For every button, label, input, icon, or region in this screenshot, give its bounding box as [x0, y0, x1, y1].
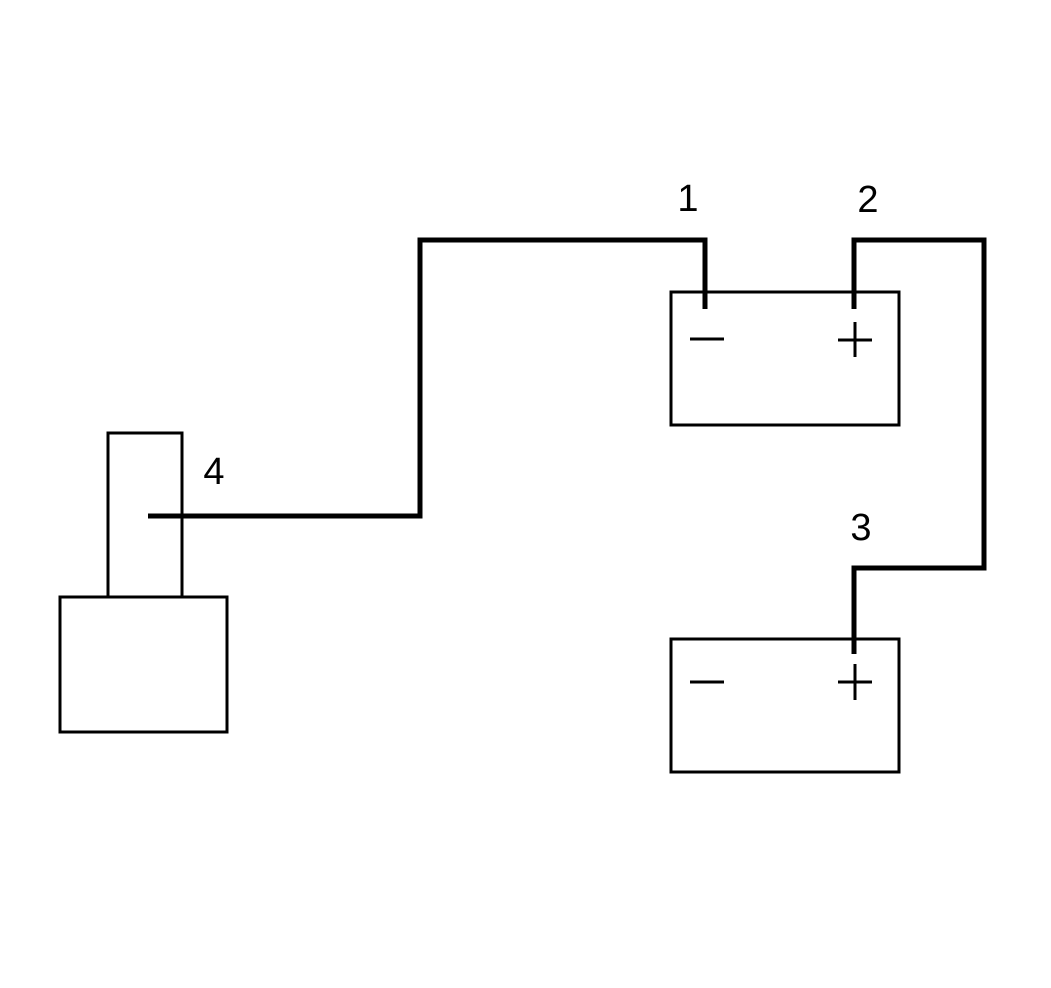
battery-upper-case [669, 290, 901, 427]
negative-ground-cable [148, 237, 708, 519]
battery-lower-case [669, 637, 901, 774]
battery-lower [669, 637, 901, 774]
callout-3: 3 [850, 507, 871, 549]
engine-ground-component [58, 431, 229, 734]
callout-4: 4 [203, 451, 224, 493]
engine-block [58, 595, 229, 734]
positive-jumper-cable [851, 237, 987, 654]
callout-1: 1 [677, 178, 698, 220]
callout-2: 2 [857, 179, 878, 221]
battery-upper [669, 290, 901, 427]
